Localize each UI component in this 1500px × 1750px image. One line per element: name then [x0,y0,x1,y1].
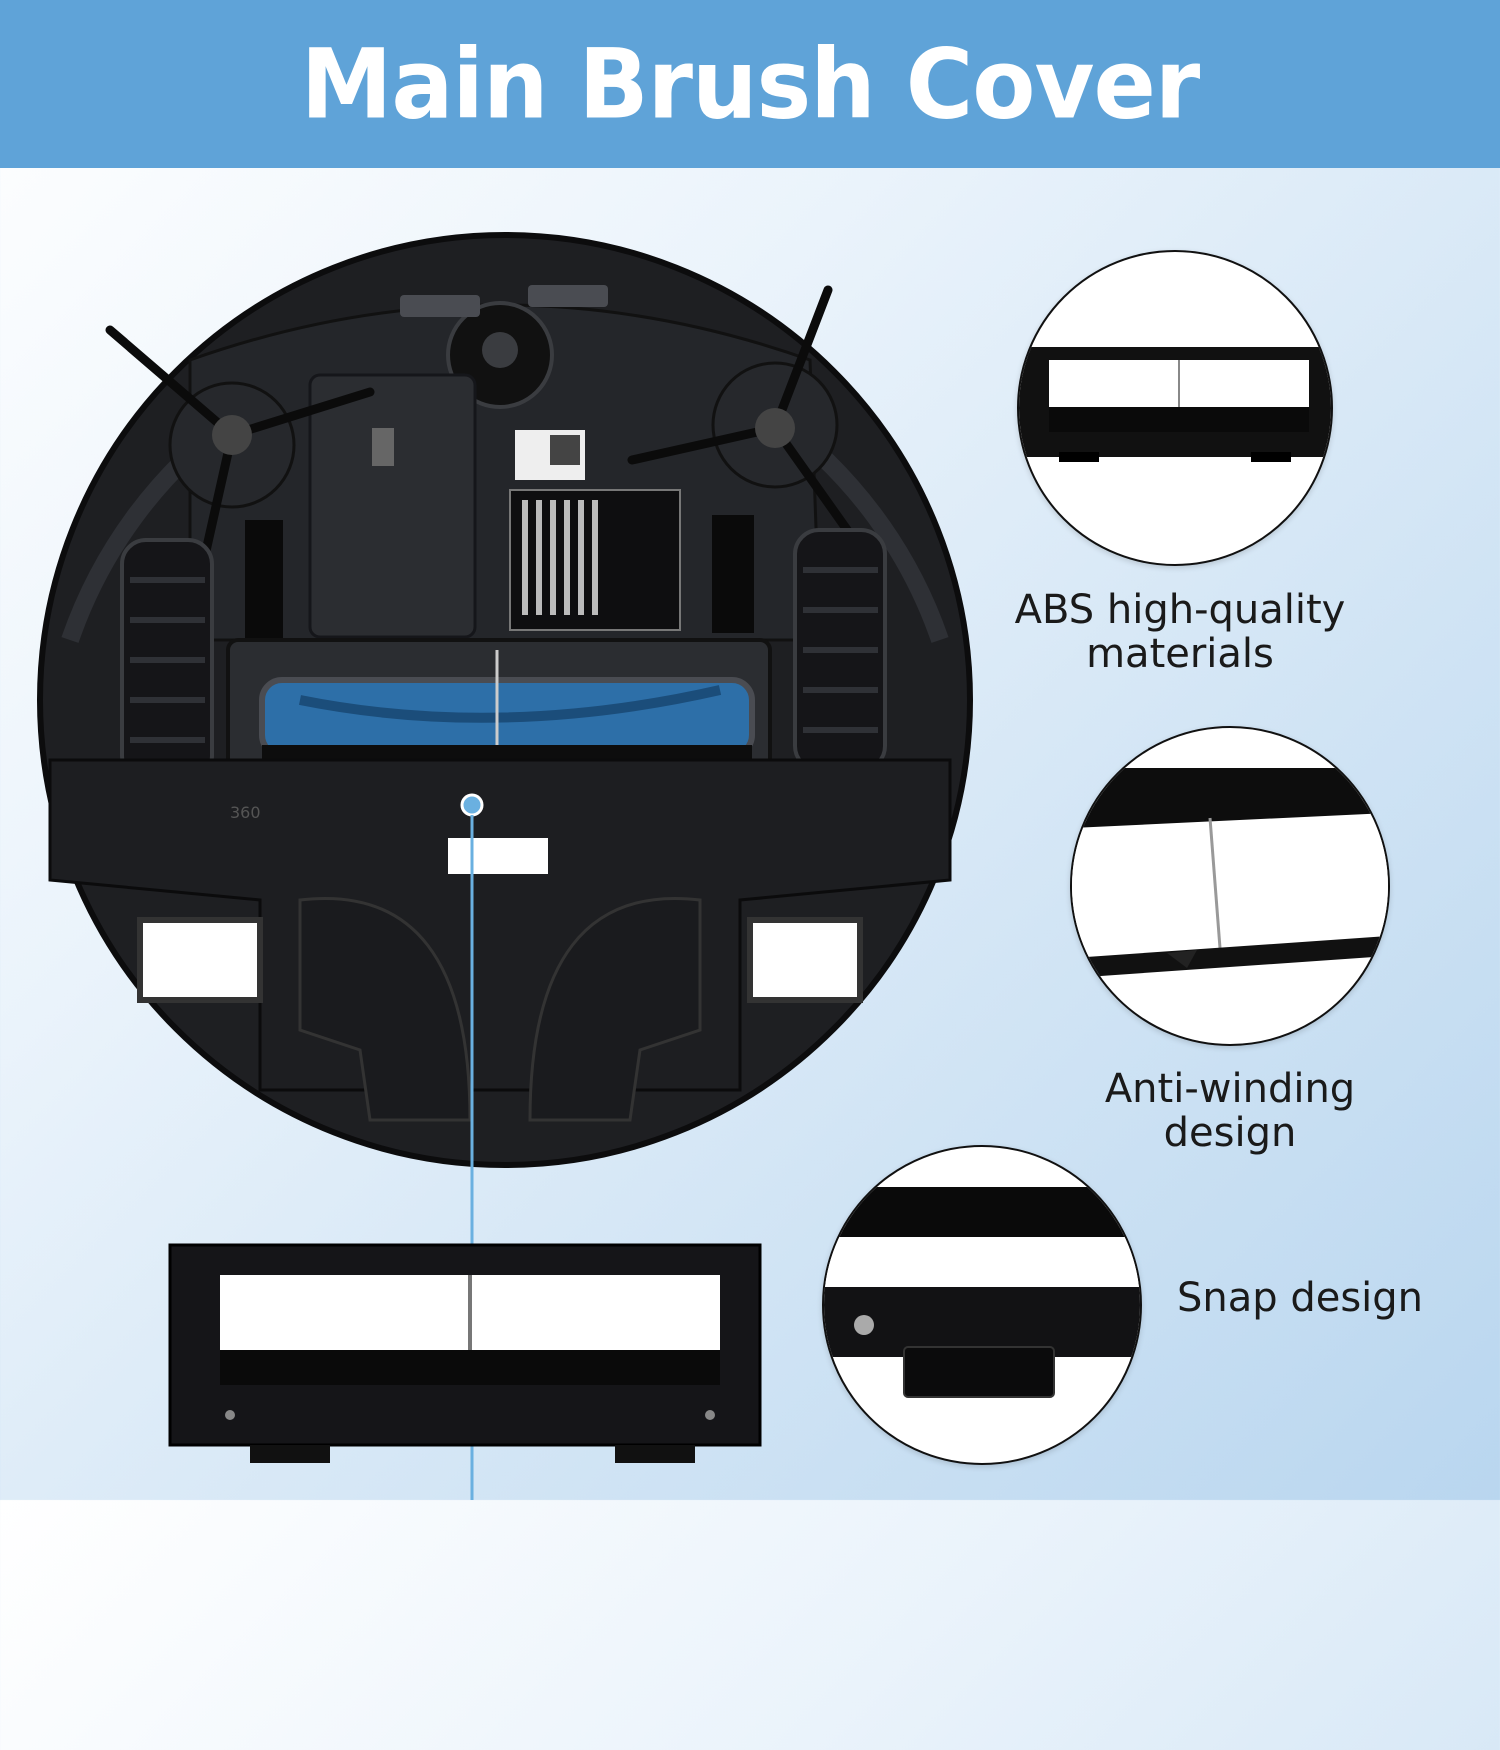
battery-cover [308,373,477,639]
feature-circle-abs [1017,250,1333,566]
feature-label-snap-line1: Snap design [1176,1275,1424,1321]
robot-mark: 360 [230,803,261,822]
feature-label-anti-winding-line2: design [1163,1110,1297,1156]
pointer-dot [460,793,484,817]
title-banner: Main Brush Cover [0,0,1500,168]
feature-label-abs-line2: materials [1086,631,1274,677]
feature-label-abs: ABS high-quality materials [990,588,1370,676]
feature-circle-snap [822,1145,1142,1465]
cover-snap-closeup [824,1187,1140,1398]
cover-front-view [1019,347,1331,462]
feature-label-anti-winding: Anti-winding design [1040,1067,1420,1155]
brush-cover-image [150,1530,770,1750]
page-title: Main Brush Cover [300,27,1200,141]
feature-label-anti-winding-line1: Anti-winding [1104,1066,1356,1112]
feature-circle-anti-winding [1070,726,1390,1046]
feature-label-snap: Snap design [1150,1276,1450,1320]
feature-label-abs-line1: ABS high-quality [1014,587,1346,633]
robot-vacuum-image: 360 [37,232,973,1500]
brush-cover-photo [168,1243,762,1463]
cover-closeup-bristles [1072,768,1388,978]
